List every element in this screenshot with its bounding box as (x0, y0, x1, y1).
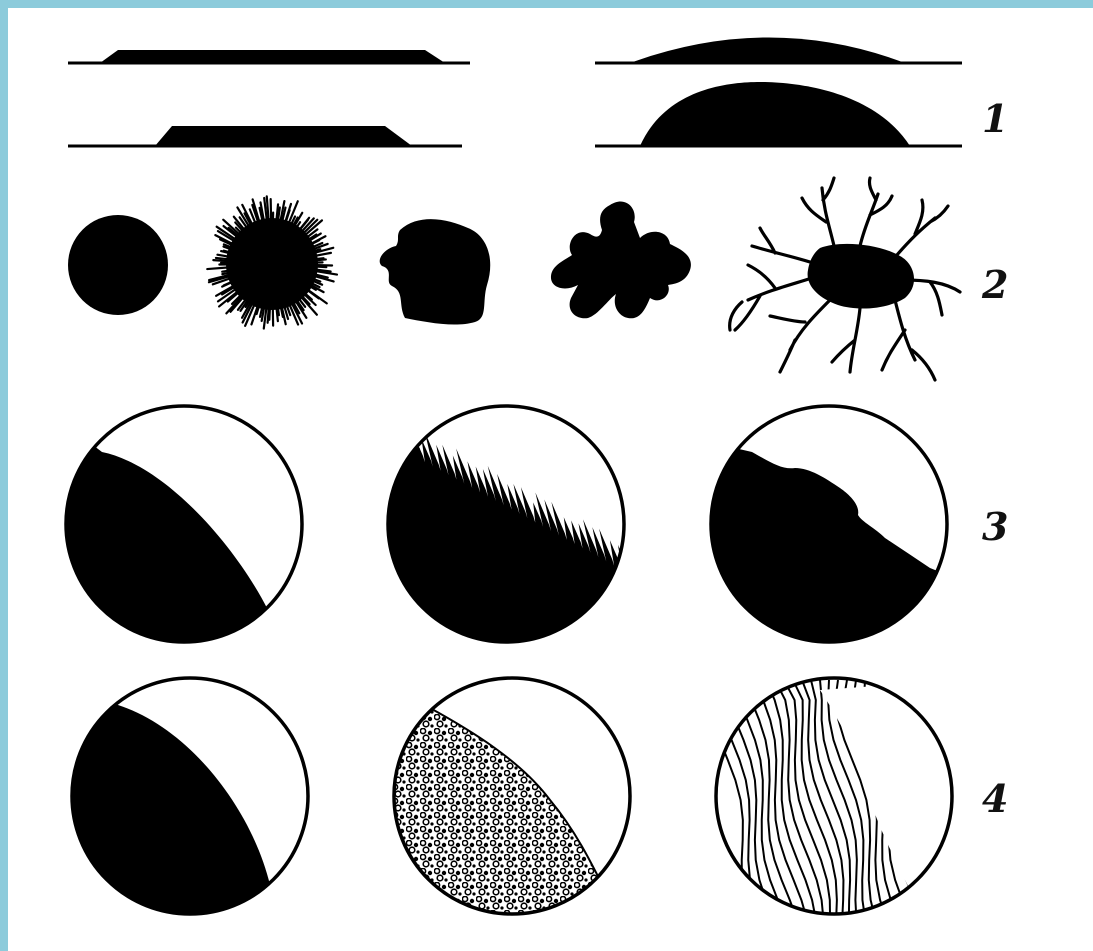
smooth-edge-field-icon (60, 406, 302, 650)
row-label-1: 1 (982, 96, 1008, 141)
colony-morphology-figure: 1 2 3 4 (8, 8, 1093, 951)
granular-field-icon (380, 678, 630, 930)
wavy-edge-field-icon (700, 406, 960, 660)
homogeneous-field-icon (60, 678, 308, 930)
rhizoid-colony-icon (730, 178, 960, 380)
flat-colony-profile-icon (68, 50, 470, 63)
lobed-colony-icon (551, 201, 691, 318)
domed-colony-profile-icon (595, 82, 962, 146)
raised-flat-colony-profile-icon (68, 126, 462, 146)
fringed-colony-icon (207, 196, 337, 328)
irregular-colony-icon (380, 219, 491, 324)
streaked-field-icon (709, 678, 964, 920)
figure-panel: 1 2 3 4 (8, 8, 1093, 951)
row-label-4: 4 (982, 776, 1008, 821)
row-label-2: 2 (981, 262, 1008, 307)
fibrous-edge-field-icon (370, 406, 640, 660)
round-colony-icon (68, 215, 168, 315)
convex-colony-profile-icon (595, 38, 962, 64)
row-label-3: 3 (982, 504, 1008, 549)
